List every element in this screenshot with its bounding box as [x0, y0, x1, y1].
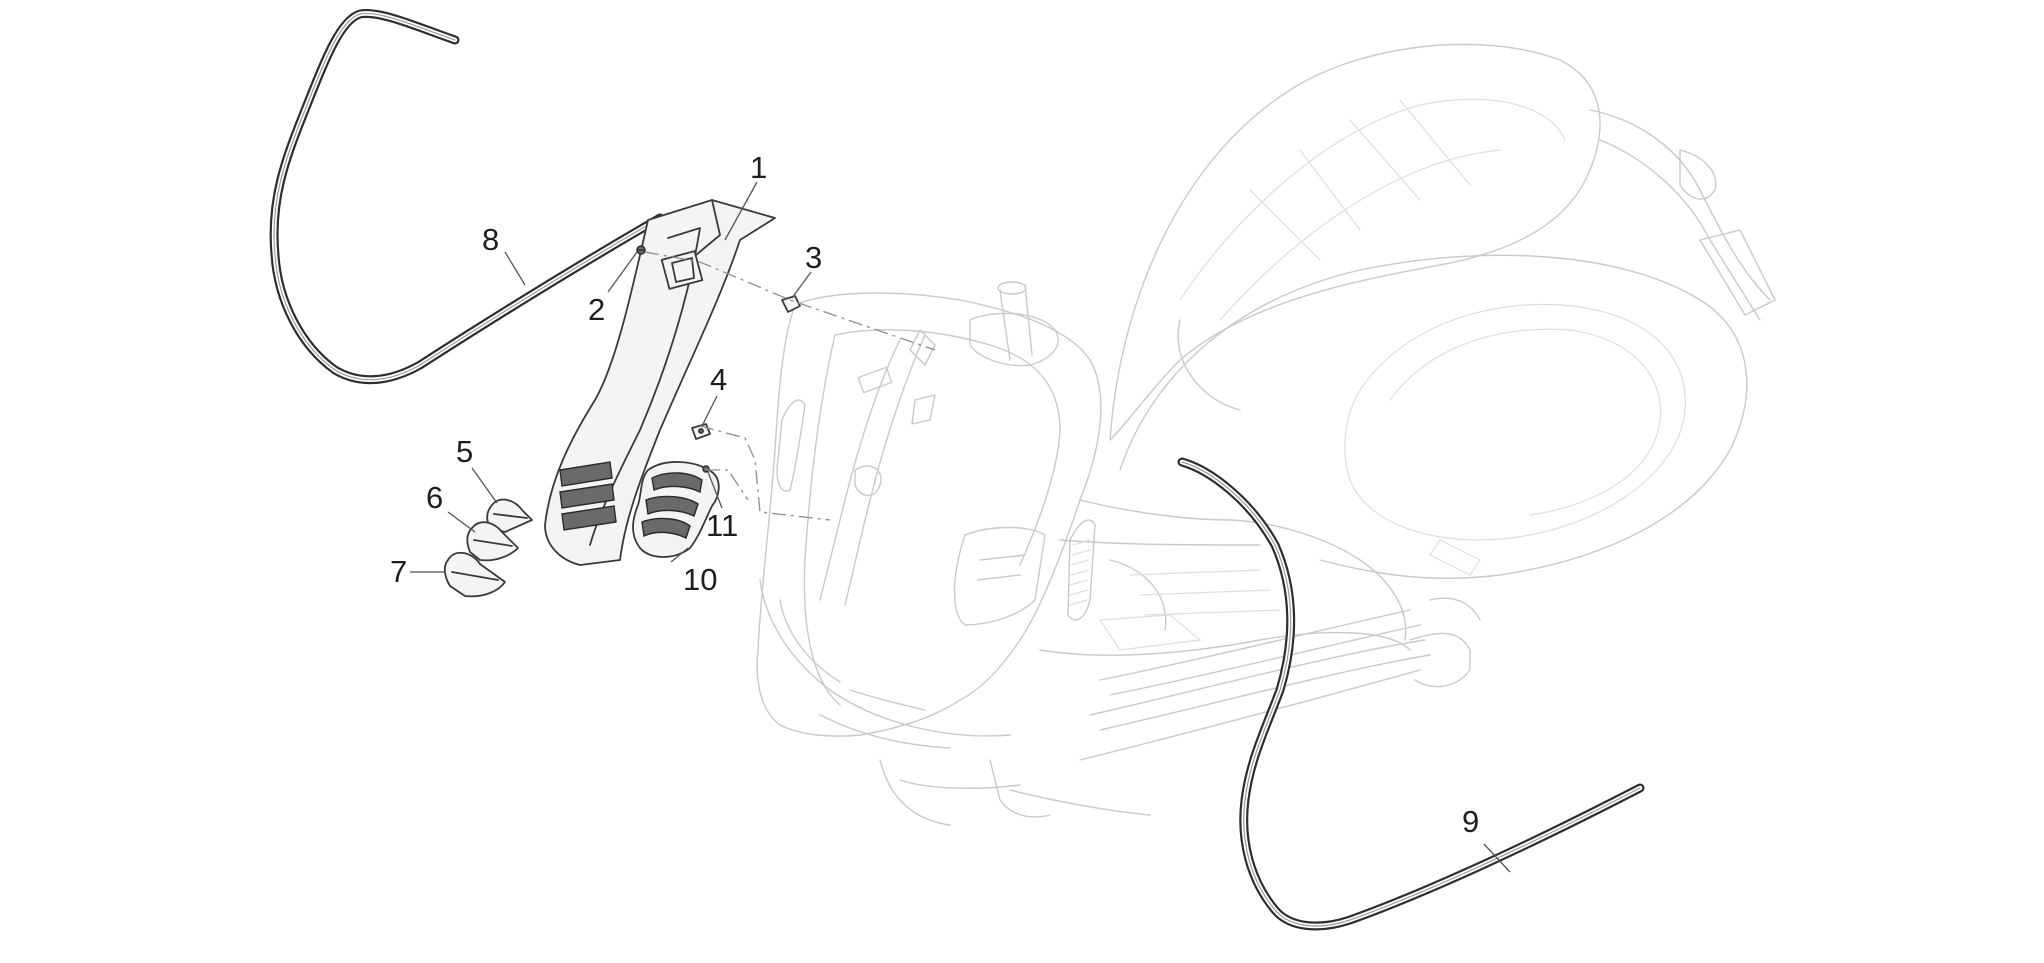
- clip-nut-3: [781, 295, 801, 313]
- callout-10: 10: [683, 562, 717, 597]
- grille-10: [632, 461, 720, 558]
- vent-insert-7: [443, 551, 506, 598]
- callout-1: 1: [750, 150, 767, 185]
- horn-cover-tie: [544, 199, 776, 566]
- screw-11: [702, 465, 710, 473]
- callout-8: 8: [482, 222, 499, 257]
- trim-strip-upper: [269, 8, 665, 385]
- callout-6: 6: [426, 480, 443, 515]
- leader-lines: [410, 181, 1511, 873]
- callout-9: 9: [1462, 804, 1479, 839]
- trim-strip-lower: [1177, 457, 1645, 931]
- callout-5: 5: [456, 434, 473, 469]
- callout-7: 7: [390, 554, 407, 589]
- callout-labels: 1 2 3 4 5 6 7 8 9 10 11: [390, 150, 1479, 839]
- scooter-body-ghost: [756, 43, 1776, 826]
- assembly-lines: [644, 251, 936, 521]
- callout-2: 2: [588, 292, 605, 327]
- vent-insert-5: [486, 498, 533, 533]
- callout-4: 4: [710, 362, 727, 397]
- screw-2: [636, 245, 646, 255]
- callout-11: 11: [706, 508, 738, 543]
- callout-3: 3: [805, 240, 822, 275]
- vent-insert-6: [466, 521, 519, 562]
